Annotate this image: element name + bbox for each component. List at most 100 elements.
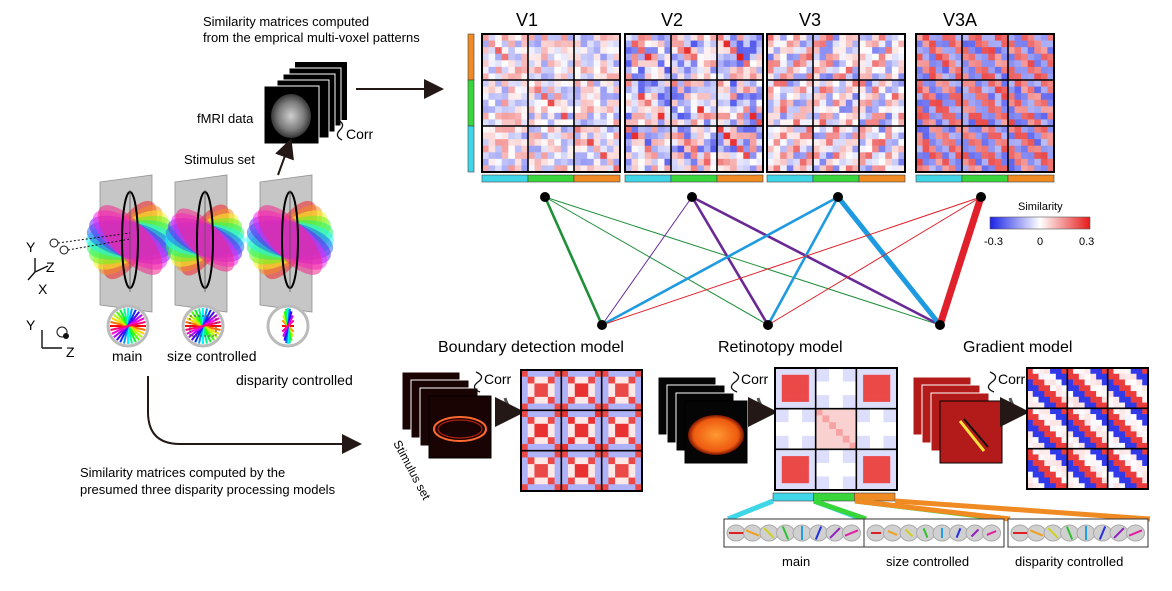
- colorbar-title: Similarity: [1018, 201, 1063, 213]
- axis-icon-3d: [27, 232, 131, 281]
- model-node: [935, 320, 945, 330]
- roi-matrix-v1: [481, 33, 621, 173]
- model-label-retinotopy: Retinotopy model: [718, 339, 843, 356]
- brain-slice-image: [271, 94, 311, 138]
- fmri-corr-label: Corr: [346, 126, 374, 142]
- bottom-condition-size-controlled: size controlled: [886, 554, 969, 569]
- boundary-input-stack: [401, 371, 492, 459]
- bottom-condition-main: main: [782, 554, 810, 569]
- bottom-caption-line-2: presumed three disparity processing mode…: [80, 482, 336, 497]
- connection-v1: [543, 195, 604, 327]
- boundary-corr-label: Corr: [484, 371, 512, 387]
- top-caption-line-1: Similarity matrices computed: [203, 14, 369, 29]
- condition-label-main: main: [112, 348, 142, 364]
- gradient-corr-label: Corr: [998, 371, 1026, 387]
- arrow-to-fmri: [275, 138, 294, 176]
- roi-node: [833, 192, 843, 202]
- stimulus-panels: [86, 174, 334, 348]
- stimulus-panel-size-controlled: [165, 174, 245, 348]
- axis-icon-2d: [41, 326, 69, 349]
- colorbar-tick-min: -0.3: [984, 236, 1003, 248]
- connection-v3a: [767, 196, 982, 326]
- retinotopy-input-stack: [657, 376, 748, 464]
- connection-v3: [766, 195, 840, 327]
- connector-disparity: [894, 498, 1151, 522]
- model-matrix-gradient: [1026, 367, 1149, 490]
- stimulus-panel-disparity-controlled: [246, 174, 334, 348]
- corr-brace: [730, 371, 740, 393]
- model-input-stacks: Corr Corr Corr: [401, 371, 1030, 464]
- connection-v3: [600, 195, 840, 327]
- model-label-boundary: Boundary detection model: [438, 339, 624, 356]
- top-caption-line-2: from the emprical multi-voxel patterns: [203, 30, 420, 45]
- model-label-gradient: Gradient model: [963, 339, 1072, 356]
- connector-disparity: [854, 498, 1011, 522]
- model-node: [597, 320, 607, 330]
- model-node: [763, 320, 773, 330]
- connection-v1: [544, 196, 769, 326]
- condition-label-size-controlled: size controlled: [167, 348, 257, 364]
- bottom-caption-line-1: Similarity matrices computed by the: [80, 465, 285, 480]
- connection-v3a: [936, 193, 985, 329]
- roi-condition-bar-v3: [766, 174, 906, 183]
- stimulus-orientation-icon: [181, 304, 225, 348]
- roi-matrix-v3a: [915, 33, 1055, 173]
- connection-v2: [690, 195, 942, 327]
- fmri-label: fMRI data: [197, 111, 254, 126]
- retinotopy-condition-bar: [772, 492, 896, 502]
- axis-label-y: Y: [26, 239, 36, 255]
- roi-model-connections: [540, 192, 986, 330]
- model-matrices: [520, 367, 1149, 492]
- axis-label-y-2d: Y: [26, 317, 36, 333]
- connection-v2: [601, 196, 693, 326]
- connection-v1: [544, 196, 941, 326]
- stimulus-set-rotated-label: Stimulus set: [390, 438, 433, 503]
- condition-icons-size: [863, 518, 1005, 548]
- condition-icons-disp: [1007, 518, 1149, 548]
- roi-title-v1: V1: [516, 10, 538, 30]
- condition-label-disparity-controlled: disparity controlled: [236, 372, 353, 388]
- retinotopy-corr-label: Corr: [741, 371, 769, 387]
- stimulus-set-label: Stimulus set: [184, 152, 255, 167]
- roi-title-v3: V3: [799, 10, 821, 30]
- corr-arrow: [999, 396, 1030, 427]
- stimulus-orientation-icon: [106, 304, 150, 348]
- roi-matrices: V1 V2 V3 V3A: [467, 10, 1055, 183]
- axis-label-z: Z: [46, 259, 55, 275]
- roi-vertical-condition-segment: [467, 79, 475, 127]
- axis-label-x: X: [38, 281, 48, 297]
- colorbar-tick-max: 0.3: [1079, 236, 1094, 248]
- roi-matrix-v2: [624, 33, 764, 173]
- connector-size: [813, 498, 867, 522]
- roi-condition-bar-v2: [624, 174, 764, 183]
- roi-matrix-v3: [766, 33, 906, 173]
- roi-condition-bar-v1: [481, 174, 621, 183]
- connector-main: [727, 498, 774, 522]
- condition-strip: [723, 492, 1151, 548]
- corr-brace: [987, 371, 997, 393]
- corr-arrow: [747, 396, 778, 427]
- roi-title-v3a: V3A: [943, 10, 977, 30]
- corr-arrow: [494, 396, 525, 427]
- connection-v3: [835, 194, 943, 328]
- gradient-input-stack: [912, 376, 1003, 464]
- axis-label-z-2d: Z: [66, 344, 75, 360]
- stimulus-panel-main: [86, 174, 174, 348]
- model-matrix-boundary: [520, 369, 643, 492]
- roi-title-v2: V2: [661, 10, 683, 30]
- roi-node: [976, 192, 986, 202]
- bottom-condition-disparity-controlled: disparity controlled: [1015, 554, 1123, 569]
- stimulus-orientation-icon: [266, 304, 310, 348]
- corr-brace: [473, 371, 483, 393]
- colorbar-tick-mid: 0: [1037, 236, 1043, 248]
- fmri-stack: [263, 62, 347, 145]
- roi-vertical-condition-segment: [467, 33, 475, 81]
- roi-node: [540, 192, 550, 202]
- roi-condition-bar-v3a: [915, 174, 1055, 183]
- roi-vertical-condition-segment: [467, 125, 475, 173]
- colorbar: [989, 216, 1091, 230]
- connection-v3a: [601, 196, 982, 326]
- model-matrix-retinotopy: [774, 367, 898, 491]
